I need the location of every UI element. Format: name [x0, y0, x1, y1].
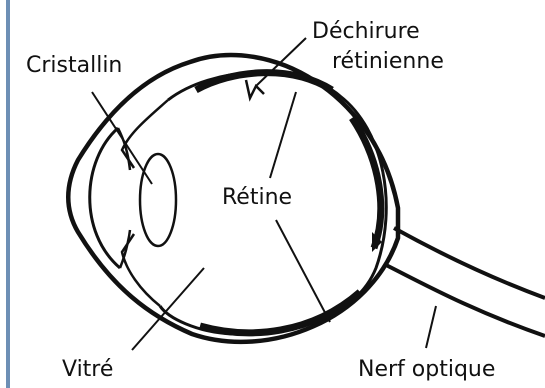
- optic-nerve-upper: [394, 228, 545, 298]
- retina-thick-bottom: [200, 292, 360, 333]
- leader-nerf-optique: [426, 306, 436, 348]
- cornea-outline: [90, 128, 120, 268]
- label-nerf-optique: Nerf optique: [358, 357, 495, 382]
- retina-thick-top: [196, 73, 332, 90]
- leader-retine-upper: [270, 92, 296, 178]
- retinal-tear: [246, 80, 264, 98]
- label-dechirure-line1: Déchirure: [312, 19, 420, 44]
- leader-retine-lower: [276, 220, 330, 322]
- retina-thick-right: [352, 118, 381, 248]
- label-cristallin: Cristallin: [26, 53, 122, 78]
- optic-nerve-lower: [384, 264, 545, 336]
- label-retine: Rétine: [222, 185, 292, 210]
- leader-vitre: [132, 268, 204, 350]
- lens-shape: [140, 154, 176, 246]
- label-vitre: Vitré: [62, 357, 113, 382]
- label-dechirure-line2: rétinienne: [332, 49, 444, 74]
